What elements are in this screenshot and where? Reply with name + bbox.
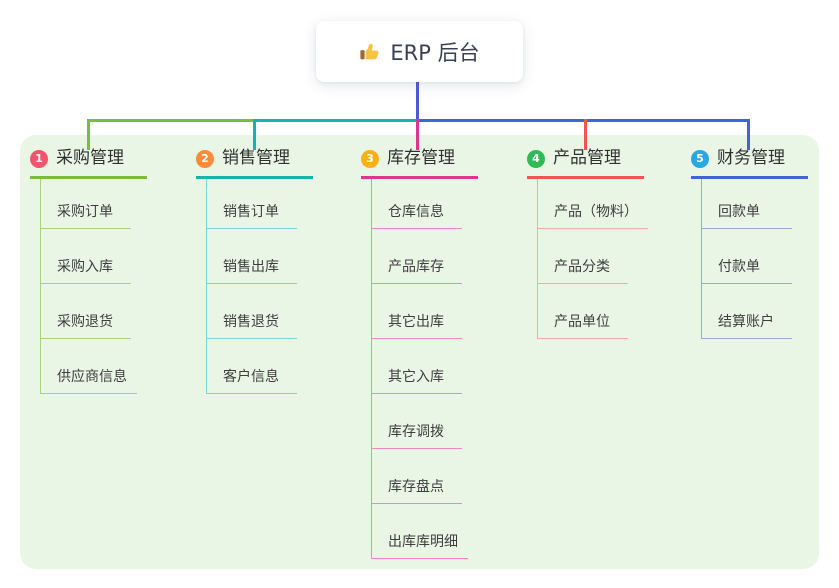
branch-children-finance: 回款单 付款单 结算账户	[701, 179, 839, 339]
branch-sales: 2 销售管理 销售订单 销售出库 销售退货 客户信息	[196, 148, 346, 394]
root-connector-line	[416, 82, 419, 121]
child-node[interactable]: 产品库存	[372, 229, 462, 284]
child-node[interactable]: 出库库明细	[372, 504, 468, 559]
branch-children-purchase: 采购订单 采购入库 采购退货 供应商信息	[40, 179, 180, 394]
branch-title-finance[interactable]: 5 财务管理	[691, 148, 808, 179]
child-node[interactable]: 销售出库	[207, 229, 297, 284]
branch-purchase: 1 采购管理 采购订单 采购入库 采购退货 供应商信息	[30, 148, 180, 394]
branch-title-purchase[interactable]: 1 采购管理	[30, 148, 147, 179]
root-node-erp[interactable]: ERP 后台	[316, 21, 523, 82]
branch-drop-line-5	[747, 119, 750, 150]
branch-title-label: 库存管理	[387, 148, 455, 168]
child-node[interactable]: 库存盘点	[372, 449, 462, 504]
branch-title-label: 财务管理	[717, 148, 785, 168]
branch-drop-line-3	[416, 119, 419, 150]
branch-children-sales: 销售订单 销售出库 销售退货 客户信息	[206, 179, 346, 394]
child-node[interactable]: 产品（物料）	[538, 179, 648, 229]
branch-product: 4 产品管理 产品（物料） 产品分类 产品单位	[527, 148, 677, 339]
child-node[interactable]: 仓库信息	[372, 179, 462, 229]
branch-bus-segment-green	[87, 119, 254, 122]
child-node[interactable]: 供应商信息	[41, 339, 137, 394]
branch-number-badge: 3	[361, 149, 379, 168]
branch-title-label: 采购管理	[56, 148, 124, 168]
branch-drop-line-1	[87, 119, 90, 150]
branch-number-badge: 5	[691, 149, 709, 168]
branch-title-product[interactable]: 4 产品管理	[527, 148, 644, 179]
child-node[interactable]: 产品单位	[538, 284, 628, 339]
child-node[interactable]: 回款单	[702, 179, 792, 229]
child-node[interactable]: 采购订单	[41, 179, 131, 229]
branch-title-sales[interactable]: 2 销售管理	[196, 148, 313, 179]
child-node[interactable]: 采购入库	[41, 229, 131, 284]
branch-number-badge: 1	[30, 149, 48, 168]
branch-drop-line-4	[584, 119, 587, 150]
branch-children-inventory: 仓库信息 产品库存 其它出库 其它入库 库存调拨 库存盘点 出库库明细	[371, 179, 511, 559]
child-node[interactable]: 付款单	[702, 229, 792, 284]
child-node[interactable]: 其它入库	[372, 339, 462, 394]
child-node[interactable]: 销售订单	[207, 179, 297, 229]
branch-bus-segment-teal	[254, 119, 418, 122]
child-node[interactable]: 客户信息	[207, 339, 297, 394]
branch-title-label: 销售管理	[222, 148, 290, 168]
branch-inventory: 3 库存管理 仓库信息 产品库存 其它出库 其它入库 库存调拨 库存盘点 出库库…	[361, 148, 511, 559]
child-node[interactable]: 采购退货	[41, 284, 131, 339]
child-node[interactable]: 结算账户	[702, 284, 792, 339]
root-node-label: ERP 后台	[390, 40, 480, 65]
mindmap-background-panel	[20, 135, 819, 569]
branch-drop-line-2	[253, 119, 256, 150]
branch-title-inventory[interactable]: 3 库存管理	[361, 148, 478, 179]
branch-finance: 5 财务管理 回款单 付款单 结算账户	[691, 148, 839, 339]
child-node[interactable]: 库存调拨	[372, 394, 462, 449]
child-node[interactable]: 产品分类	[538, 229, 628, 284]
thumbs-up-icon	[359, 41, 381, 63]
branch-children-product: 产品（物料） 产品分类 产品单位	[537, 179, 677, 339]
branch-number-badge: 4	[527, 149, 545, 168]
branch-title-label: 产品管理	[553, 148, 621, 168]
branch-number-badge: 2	[196, 149, 214, 168]
child-node[interactable]: 销售退货	[207, 284, 297, 339]
child-node[interactable]: 其它出库	[372, 284, 462, 339]
